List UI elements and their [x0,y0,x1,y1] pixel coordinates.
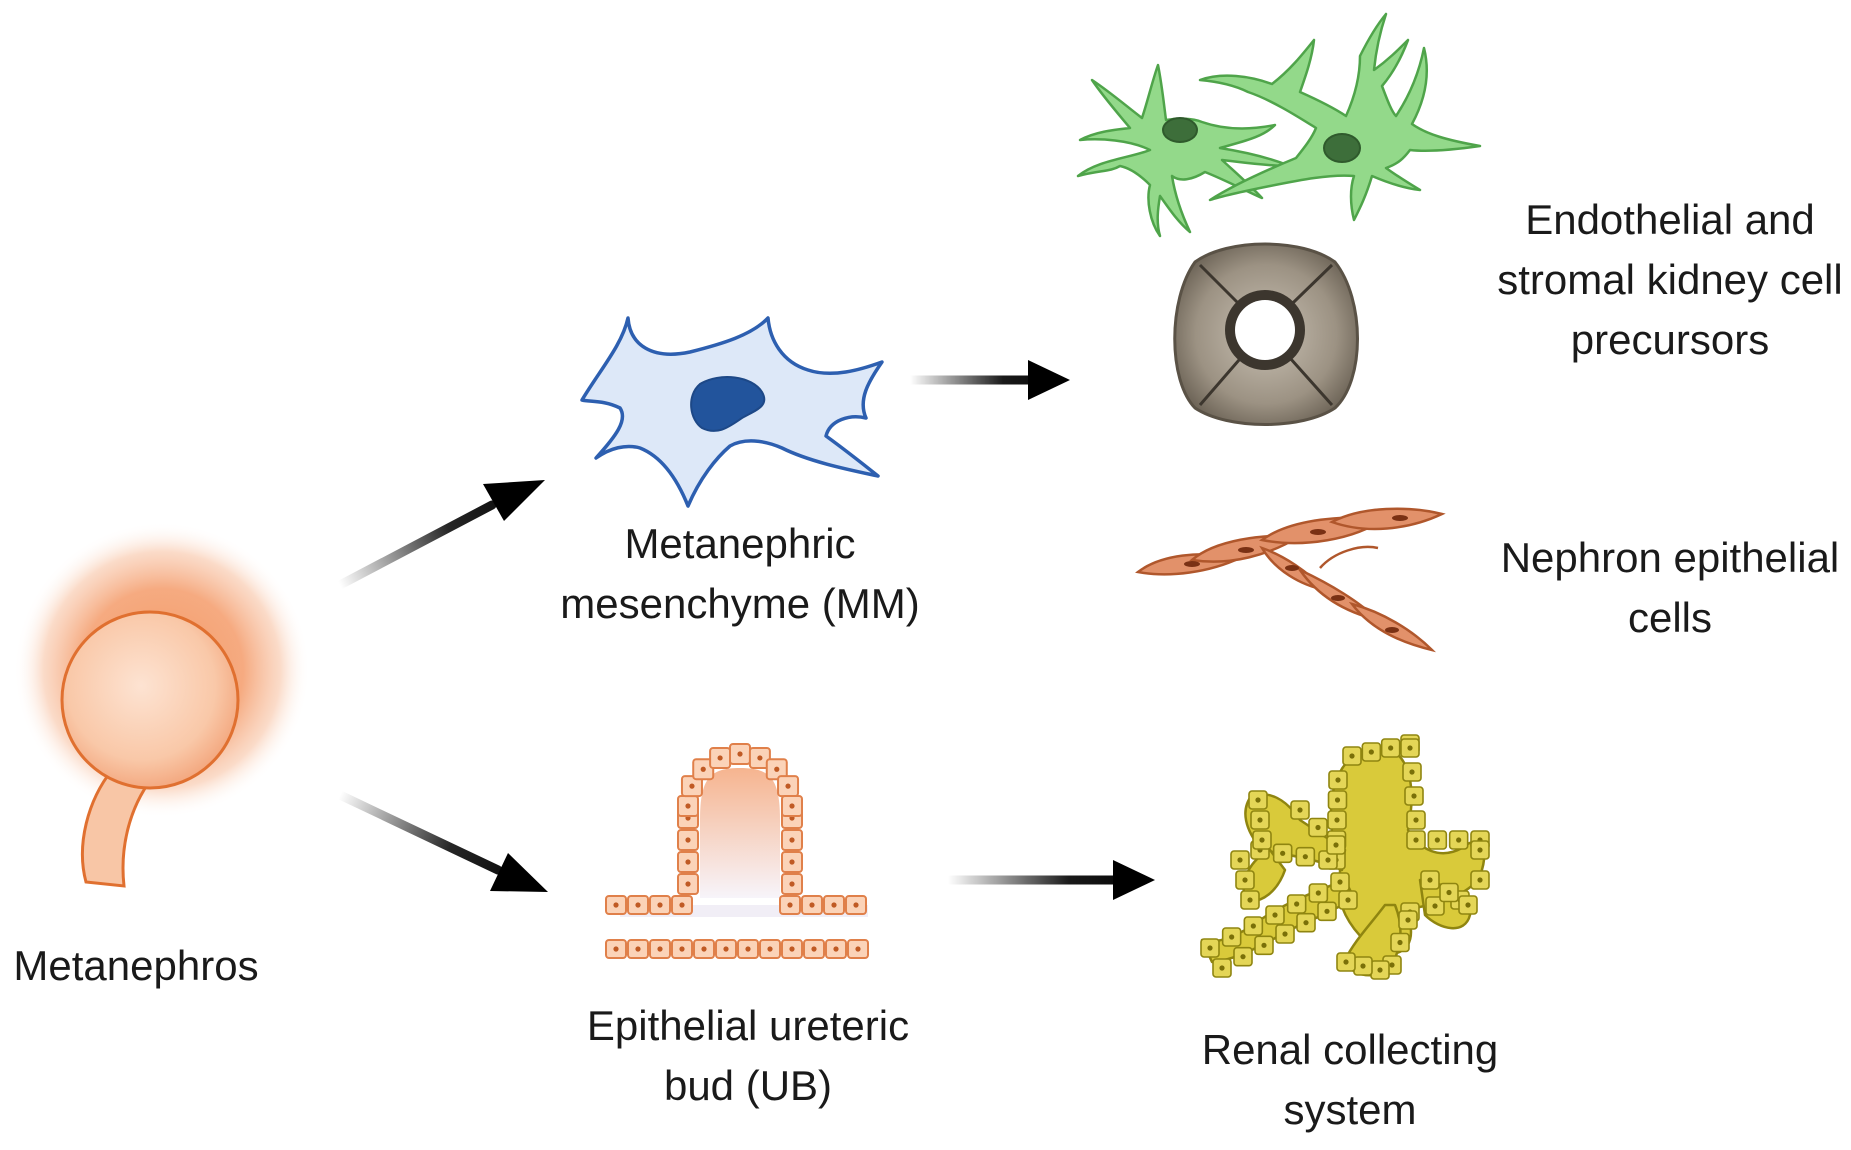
nephron-label-line1: Nephron epithelial [1500,534,1840,581]
ureteric-bud-icon [605,743,869,959]
ureteric-bud-label-line2: bud (UB) [663,1062,833,1109]
ureteric-bud-label: Epithelial ureteric bud (UB) [548,996,948,1116]
mesenchyme-cell-icon [580,316,884,508]
endothelial-cells-icon [1076,12,1482,238]
endothelial-label-line3: precursors [1570,316,1770,363]
metanephros-label-text: Metanephros [13,942,259,989]
nephron-cells-icon [1135,507,1446,653]
arrow-icon [335,480,545,590]
ureteric-bud-label-line1: Epithelial ureteric [586,1002,910,1049]
nephron-label: Nephron epithelial cells [1490,528,1850,648]
arrow-icon [905,360,1070,400]
endothelial-label-line2: stromal kidney cell [1497,256,1843,303]
endothelial-label-line1: Endothelial and [1525,196,1815,243]
collecting-system-icon [1200,734,1490,980]
renal-label-line1: Renal collecting [1201,1026,1499,1073]
renal-collecting-label: Renal collecting system [1170,1020,1530,1140]
endothelial-stromal-label: Endothelial and stromal kidney cell prec… [1490,190,1850,370]
metanephros-icon [14,522,310,888]
mesenchyme-label-line2: mesenchyme (MM) [560,580,920,627]
arrow-icon [335,790,548,892]
renal-label-line2: system [1283,1086,1417,1133]
mesenchyme-label: Metanephric mesenchyme (MM) [540,514,940,634]
mesenchyme-label-line1: Metanephric [624,520,856,567]
nephron-label-line2: cells [1627,594,1713,641]
metanephros-label: Metanephros [0,936,272,996]
stromal-cell-icon [1173,242,1359,426]
arrow-icon [943,860,1155,900]
